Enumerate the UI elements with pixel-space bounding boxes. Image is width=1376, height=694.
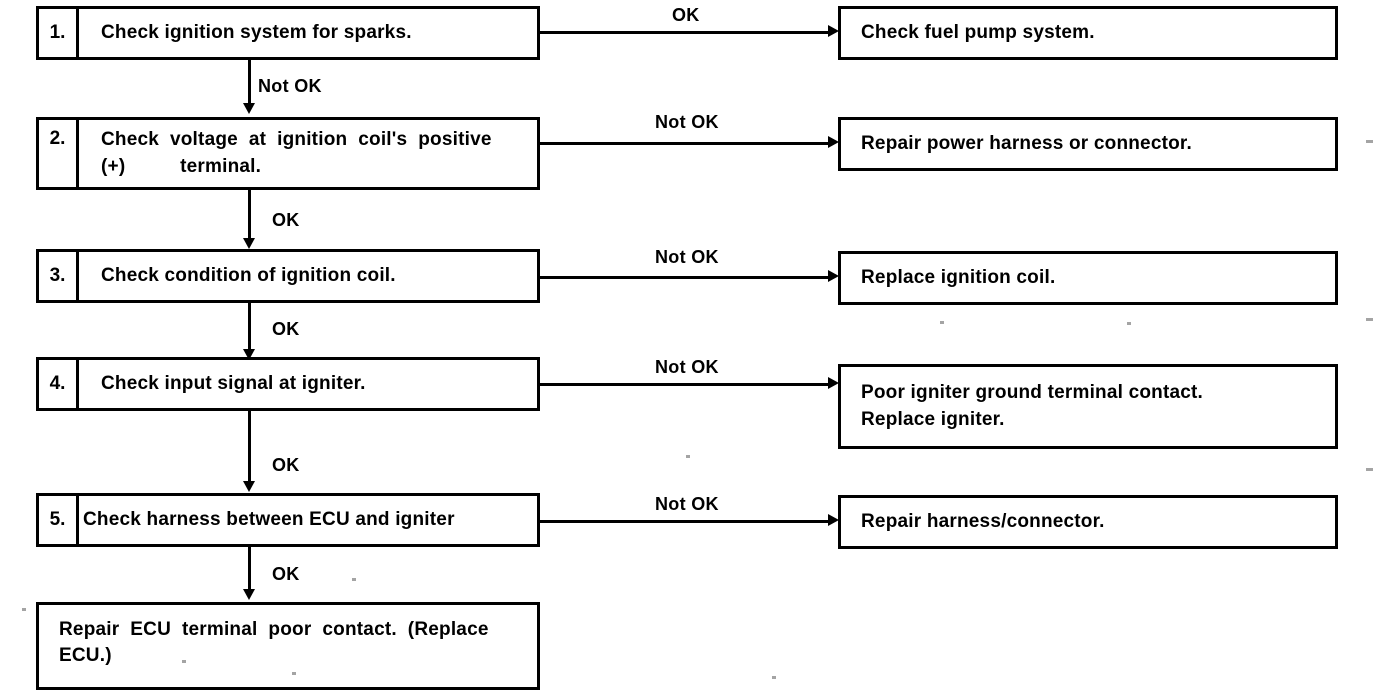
step-text-5: Check harness between ECU and igniter (79, 496, 537, 544)
step-box-5[interactable]: 5. Check harness between ECU and igniter (36, 493, 540, 547)
result-box-4[interactable]: Poor igniter ground terminal contact. Re… (838, 364, 1338, 449)
result-text-3-line-1: Replace ignition coil. (861, 266, 1056, 288)
next-line-5 (248, 547, 251, 591)
next-label-5: OK (272, 564, 300, 584)
next-arrowhead-1 (243, 103, 255, 114)
step-text-3: Check condition of ignition coil. (79, 252, 537, 300)
result-box-5[interactable]: Repair harness/connector. (838, 495, 1338, 549)
branch-label-5: Not OK (655, 494, 719, 514)
step-box-2[interactable]: 2. Check voltage at ignition coil's posi… (36, 117, 540, 190)
step-number-2: 2. (39, 120, 79, 187)
scan-speck (1366, 318, 1373, 321)
step-number-1: 1. (39, 9, 79, 57)
next-label-3: OK (272, 319, 300, 339)
next-arrowhead-4 (243, 481, 255, 492)
next-arrowhead-2 (243, 238, 255, 249)
step-text-2-line-1: Check voltage at ignition coil's positiv… (101, 129, 492, 151)
scan-speck (292, 672, 296, 675)
result-text-4: Poor igniter ground terminal contact. Re… (841, 367, 1335, 446)
step-text-5-line-1: Check harness between ECU and igniter (83, 508, 455, 530)
step-text-1: Check ignition system for sparks. (79, 9, 537, 57)
step-text-3-line-1: Check condition of ignition coil. (101, 264, 396, 286)
scan-speck (1366, 468, 1373, 471)
step-text-4: Check input signal at igniter. (79, 360, 537, 408)
scan-speck (1366, 140, 1373, 143)
branch-label-2: Not OK (655, 112, 719, 132)
result-box-3[interactable]: Replace ignition coil. (838, 251, 1338, 305)
step-text-2: Check voltage at ignition coil's positiv… (79, 120, 537, 187)
result-text-1: Check fuel pump system. (841, 9, 1335, 57)
result-text-1-line-1: Check fuel pump system. (861, 21, 1095, 43)
branch-arrowhead-4 (828, 377, 839, 389)
step-box-4[interactable]: 4. Check input signal at igniter. (36, 357, 540, 411)
next-label-1: Not OK (258, 76, 322, 96)
branch-arrowhead-1 (828, 25, 839, 37)
terminal-text: Repair ECU terminal poor contact. (Repla… (39, 605, 537, 687)
result-text-2: Repair power harness or connector. (841, 120, 1335, 168)
result-box-1[interactable]: Check fuel pump system. (838, 6, 1338, 60)
scan-speck (182, 660, 186, 663)
step-text-2-line-2: (+) terminal. (101, 155, 262, 177)
next-arrowhead-3 (243, 349, 255, 360)
scan-speck (22, 608, 26, 611)
result-text-2-line-1: Repair power harness or connector. (861, 132, 1192, 154)
terminal-text-line-1: Repair ECU terminal poor contact. (Repla… (59, 619, 489, 640)
branch-label-1: OK (672, 5, 700, 25)
next-line-1 (248, 60, 251, 105)
result-text-5-line-1: Repair harness/connector. (861, 510, 1105, 532)
step-box-3[interactable]: 3. Check condition of ignition coil. (36, 249, 540, 303)
result-text-4-line-2: Replace igniter. (861, 408, 1005, 430)
scan-speck (352, 578, 356, 581)
result-text-4-line-1: Poor igniter ground terminal contact. (861, 382, 1204, 404)
branch-line-5 (540, 520, 832, 523)
result-text-3: Replace ignition coil. (841, 254, 1335, 302)
scan-speck (1127, 322, 1131, 325)
branch-arrowhead-2 (828, 136, 839, 148)
step-text-4-line-1: Check input signal at igniter. (101, 372, 366, 394)
result-text-5: Repair harness/connector. (841, 498, 1335, 546)
scan-speck (772, 676, 776, 679)
next-line-2 (248, 190, 251, 240)
next-line-3 (248, 303, 251, 351)
next-label-4: OK (272, 455, 300, 475)
result-box-2[interactable]: Repair power harness or connector. (838, 117, 1338, 171)
terminal-text-line-2: ECU.) (59, 645, 112, 667)
step-box-1[interactable]: 1. Check ignition system for sparks. (36, 6, 540, 60)
next-line-4 (248, 411, 251, 483)
scan-speck (940, 321, 944, 324)
branch-line-1 (540, 31, 832, 34)
step-number-5: 5. (39, 496, 79, 544)
branch-label-4: Not OK (655, 357, 719, 377)
step-text-1-line-1: Check ignition system for sparks. (101, 21, 412, 43)
branch-arrowhead-3 (828, 270, 839, 282)
scan-speck (686, 455, 690, 458)
next-label-2: OK (272, 210, 300, 230)
step-number-3: 3. (39, 252, 79, 300)
branch-line-4 (540, 383, 832, 386)
branch-line-3 (540, 276, 832, 279)
next-arrowhead-5 (243, 589, 255, 600)
branch-line-2 (540, 142, 832, 145)
step-number-4: 4. (39, 360, 79, 408)
branch-arrowhead-5 (828, 514, 839, 526)
branch-label-3: Not OK (655, 247, 719, 267)
terminal-box[interactable]: Repair ECU terminal poor contact. (Repla… (36, 602, 540, 690)
